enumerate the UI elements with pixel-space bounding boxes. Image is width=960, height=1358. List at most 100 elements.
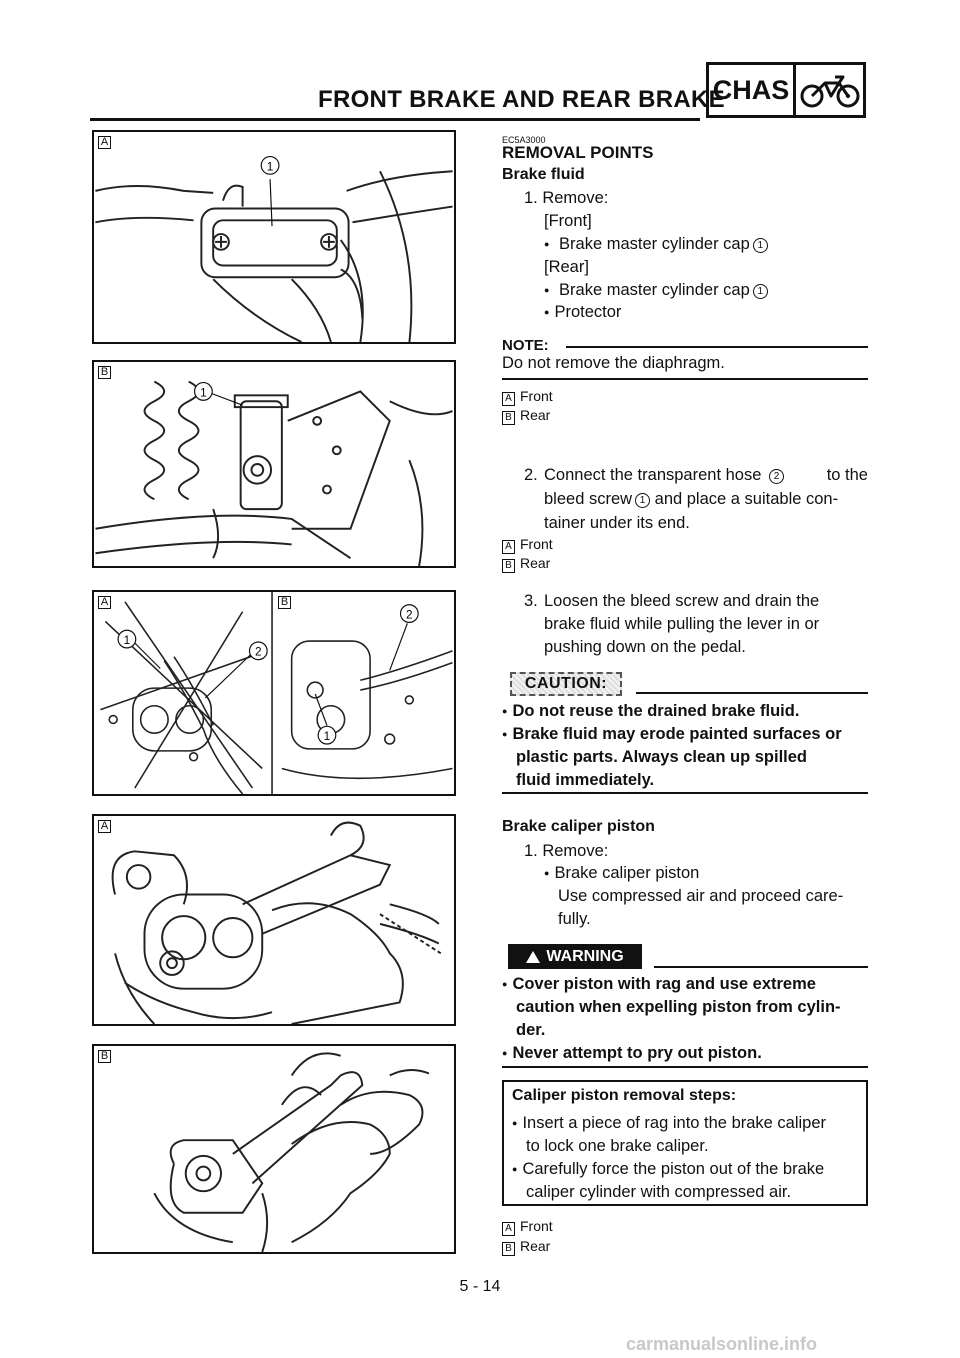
figure-rear-master-cylinder: B 1 (92, 360, 456, 568)
section-tag-box: CHAS (706, 62, 866, 118)
caliper-step-remove: 1. Remove: (524, 842, 609, 860)
rear-item-protector: Protector (544, 301, 621, 326)
callout-2: 2 (389, 604, 419, 671)
legend-text: Rear (520, 555, 551, 571)
warning-rule-bottom (502, 1066, 868, 1068)
legend-front: A Front (502, 1218, 553, 1236)
callout-1: 1 (260, 155, 280, 227)
page-number: 5 - 14 (459, 1278, 501, 1295)
svg-text:1: 1 (124, 634, 131, 647)
page-title: FRONT BRAKE AND REAR BRAKE (318, 86, 725, 113)
section-title: REMOVAL POINTS (502, 143, 654, 162)
caution-item-1: Do not reuse the drained brake fluid. (502, 700, 799, 725)
note-rule-top (566, 346, 868, 348)
ref-circle: 1 (752, 238, 768, 253)
warning-item-1-end: der. (516, 1021, 546, 1039)
steps-item-1-cont: to lock one brake caliper. (526, 1137, 709, 1155)
step-remove: 1. Remove: (524, 189, 609, 207)
legend-front: A Front (502, 388, 553, 406)
front-label: [Front] (544, 212, 592, 230)
caliper-item-note-2: fully. (558, 910, 591, 928)
callout-2: 2 (204, 641, 268, 699)
note-text: Do not remove the diaphragm. (502, 354, 725, 372)
caution-item-2-cont: plastic parts. Always clean up spilled (516, 748, 807, 766)
step3-number: 3. (524, 592, 538, 610)
rear-master-cylinder-illustration: 1 (95, 380, 453, 566)
ref-circle: 1 (752, 284, 768, 299)
rear-item-text: Brake master cylinder cap (559, 281, 750, 299)
step2-text-b: to the (826, 466, 868, 484)
svg-text:1: 1 (324, 730, 331, 743)
brake-fluid-heading: Brake fluid (502, 166, 585, 183)
caution-badge: CAUTION: (510, 672, 622, 696)
steps-item-1: Insert a piece of rag into the brake cal… (512, 1112, 856, 1137)
step2-text-a: Connect the transparent hose (544, 466, 762, 484)
warning-item-2: Never attempt to pry out piston. (502, 1042, 761, 1067)
warning-label: WARNING (546, 947, 624, 965)
figure-bleed-screw: A B 1 2 2 (92, 590, 456, 796)
figure-tag: A (98, 136, 111, 149)
rear-caliper-piston-illustration (153, 1052, 430, 1252)
callout-1: 1 (193, 382, 243, 406)
legend-key: A (502, 540, 515, 554)
steps-title: Caliper piston removal steps: (512, 1087, 737, 1104)
caution-rule-bottom (502, 792, 868, 794)
warning-triangle-icon (526, 950, 541, 963)
legend-text: Front (520, 388, 553, 404)
section-code: EC5A3000 (502, 135, 546, 145)
legend-key: B (502, 559, 515, 573)
caution-item-2: Brake fluid may erode painted surfaces o… (502, 723, 868, 748)
step2-number: 2. (524, 466, 538, 484)
caliper-removal-steps-box (502, 1080, 868, 1206)
step2-line3: tainer under its end. (544, 514, 690, 532)
legend-text: Front (520, 536, 553, 552)
steps-item-2: Carefully force the piston out of the br… (512, 1158, 856, 1183)
legend-text: Rear (520, 407, 551, 423)
figure-tag: B (98, 366, 111, 379)
caution-rule-top (636, 692, 868, 694)
note-label: NOTE: (502, 337, 549, 354)
legend-key: B (502, 411, 515, 425)
caliper-heading: Brake caliper piston (502, 818, 655, 835)
svg-text:2: 2 (406, 608, 413, 621)
warning-item-1-cont: caution when expelling piston from cylin… (516, 998, 841, 1016)
step2-text-c: bleed screw (544, 490, 633, 508)
figure-rear-caliper-piston: B (92, 1044, 456, 1254)
watermark: carmanualsonline.info (626, 1334, 818, 1354)
legend-text: Front (520, 1218, 553, 1234)
warning-badge: WARNING (508, 944, 642, 969)
step3-line3: pushing down on the pedal. (544, 638, 746, 656)
rear-label: [Rear] (544, 258, 589, 276)
ref-circle: 2 (769, 469, 784, 484)
legend-key: A (502, 392, 515, 406)
header-rule (90, 118, 700, 121)
legend-rear: B Rear (502, 555, 550, 573)
warning-item-1: Cover piston with rag and use extreme (502, 973, 868, 998)
step2-text-d: and place a suitable con- (654, 490, 839, 508)
legend-key: B (502, 1242, 515, 1256)
callout-1: 1 (314, 693, 337, 745)
svg-text:1: 1 (200, 386, 207, 399)
section-tag: CHAS (709, 65, 796, 115)
steps-item-2-cont: caliper cylinder with compressed air. (526, 1183, 792, 1201)
warning-rule-top (654, 966, 868, 968)
step3-line2: brake fluid while pulling the lever in o… (544, 615, 820, 633)
figure-tag: A (98, 596, 111, 609)
front-item-text: Brake master cylinder cap (559, 235, 750, 253)
note-rule-bottom (502, 378, 868, 380)
step2-line1: Connect the transparent hose 2 to the (544, 464, 868, 487)
legend-front: A Front (502, 536, 553, 554)
motorcycle-icon (796, 65, 863, 115)
svg-text:2: 2 (255, 646, 262, 659)
figure-tag: A (98, 820, 111, 833)
svg-text:1: 1 (267, 160, 274, 173)
caliper-item: Brake caliper piston (544, 862, 699, 887)
front-caliper-piston-illustration (111, 821, 442, 1024)
caution-item-2-end: fluid immediately. (516, 771, 655, 789)
legend-key: A (502, 1222, 515, 1236)
figure-tag: B (278, 596, 291, 609)
